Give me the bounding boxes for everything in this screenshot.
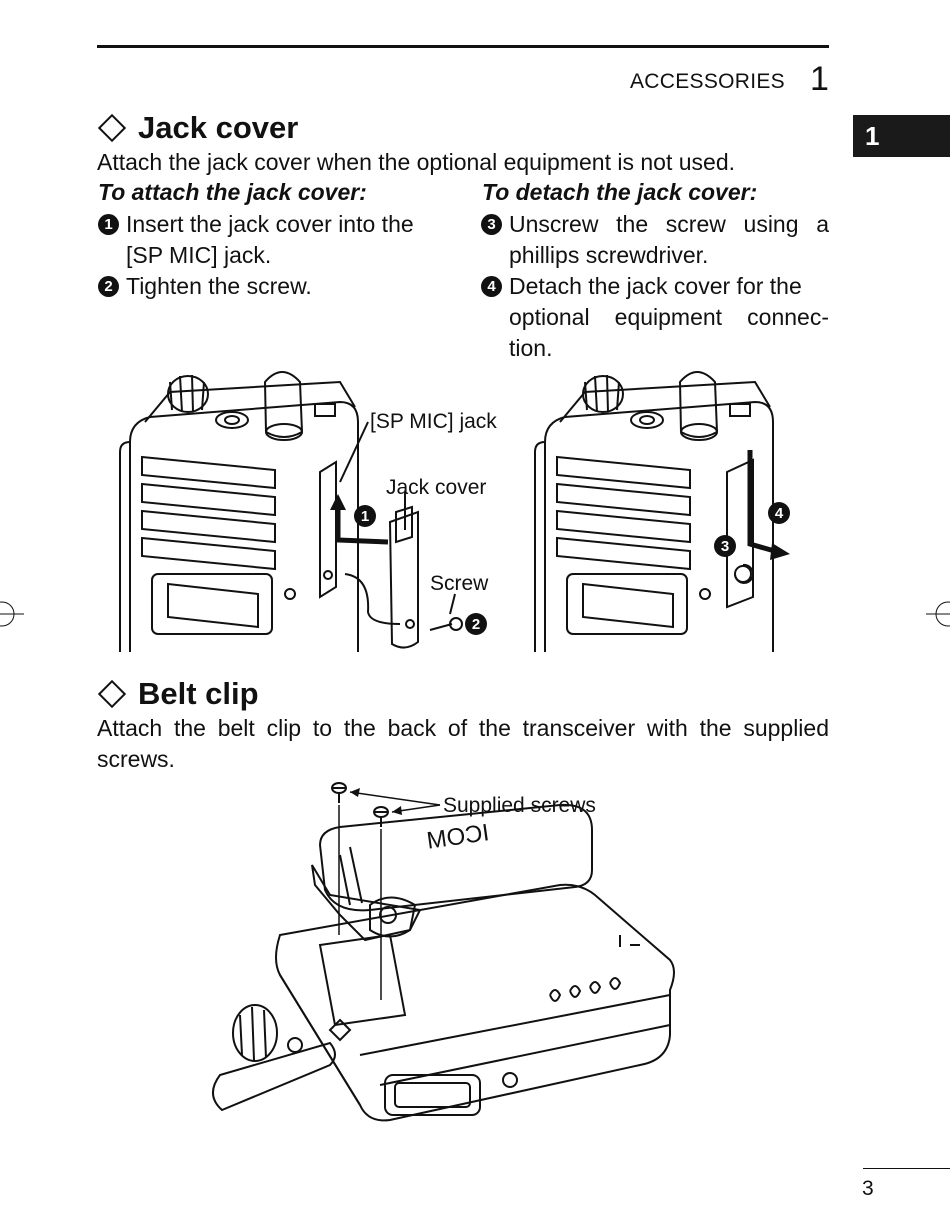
crop-mark-right	[926, 601, 950, 627]
jack-cover-icon	[388, 510, 419, 649]
section-label: ACCESSORIES	[629, 70, 785, 93]
marker-2-icon	[465, 613, 487, 635]
step-text: Insert the jack cover into the	[126, 211, 414, 237]
section-tab-label: 1	[865, 121, 880, 151]
belt-clip-icon	[318, 803, 593, 912]
step-text: Tighten the screw.	[126, 273, 312, 299]
belt-clip-heading: Belt clip	[97, 676, 259, 712]
detach-title: To detach the jack cover:	[482, 179, 758, 205]
sp-mic-jack-label: [SP MIC] jack	[370, 410, 497, 433]
belt-clip-heading-text: Belt clip	[138, 676, 259, 711]
radio-body-outline	[129, 400, 359, 652]
leader-line	[349, 791, 441, 806]
channel-selector-icon	[215, 411, 249, 429]
header-rule	[97, 45, 829, 48]
crop-mark-left	[0, 601, 24, 627]
jack-cover-heading-text: Jack cover	[138, 110, 299, 145]
page-number: 3	[862, 1177, 874, 1200]
speaker-grille	[141, 455, 276, 571]
attach-steps: 1 Insert the jack cover into the [SP MIC…	[98, 209, 448, 302]
clip-brand-logo: ICOM	[425, 819, 491, 854]
detach-arrow-icon	[747, 450, 779, 555]
volume-knob-icon	[232, 1004, 278, 1062]
screw-icon	[449, 617, 463, 631]
screw-label: Screw	[430, 572, 489, 595]
step-marker: 2	[98, 276, 119, 297]
antenna-icon	[212, 1041, 336, 1112]
figure-marker: 2	[472, 616, 480, 633]
leader-line	[344, 573, 401, 625]
jack-cover-illustration: 1 2 [SP MIC] jack Jack cover Screw 3 4	[119, 371, 790, 652]
figure-marker: 4	[775, 505, 784, 522]
attach-step: 2 Tighten the screw.	[98, 271, 448, 302]
belt-clip-intro-line: screws.	[97, 746, 175, 772]
jack-cover-heading: Jack cover	[97, 110, 298, 146]
volume-knob-icon	[167, 375, 209, 413]
figure-marker: 3	[721, 538, 729, 555]
belt-clip-intro: Attach the belt clip to the back of the …	[97, 713, 829, 775]
detach-step: 3 Unscrew the screw using a phillips scr…	[481, 209, 829, 271]
jack-cover-label: Jack cover	[386, 476, 486, 499]
leader-line	[449, 593, 456, 615]
step-text: phillips screwdriver.	[509, 242, 709, 268]
step-marker: 3	[481, 214, 502, 235]
diamond-icon	[97, 679, 127, 709]
supplied-screws-label: Supplied screws	[443, 794, 596, 817]
detach-step: 4 Detach the jack cover for the optional…	[481, 271, 829, 364]
display-window	[151, 573, 273, 635]
step-text: Unscrew the screw using a	[509, 211, 829, 237]
accessory-connector-icon	[384, 1074, 481, 1116]
attach-step: 1 Insert the jack cover into the [SP MIC…	[98, 209, 448, 271]
step-text: [SP MIC] jack.	[126, 242, 272, 268]
belt-clip-illustration: ICOM Supplied screws	[212, 782, 675, 1122]
jack-cover-intro: Attach the jack cover when the optional …	[97, 149, 736, 175]
leader-line	[339, 421, 369, 483]
sp-mic-jack-icon	[319, 460, 337, 599]
step-marker: 1	[98, 214, 119, 235]
insert-arrow-icon	[335, 502, 389, 545]
section-tab: 1	[853, 115, 950, 157]
screw-icon	[331, 782, 347, 803]
belt-clip-intro-line: Attach the belt clip to the back of the …	[97, 715, 829, 741]
step-text: optional equipment connec-	[509, 304, 829, 330]
diamond-icon	[97, 113, 127, 143]
footer-rule	[863, 1168, 950, 1169]
step-marker: 4	[481, 276, 502, 297]
marker-4-icon	[768, 502, 790, 524]
step-text: tion.	[509, 335, 553, 361]
marker-1-icon	[354, 505, 376, 527]
detach-steps: 3 Unscrew the screw using a phillips scr…	[481, 209, 829, 364]
figure-marker: 1	[361, 508, 369, 525]
radio-body-outline	[275, 883, 675, 1122]
step-text: Detach the jack cover for the	[509, 273, 802, 299]
marker-3-icon	[714, 535, 736, 557]
section-number: 1	[810, 60, 829, 98]
attach-title: To attach the jack cover:	[98, 179, 367, 205]
